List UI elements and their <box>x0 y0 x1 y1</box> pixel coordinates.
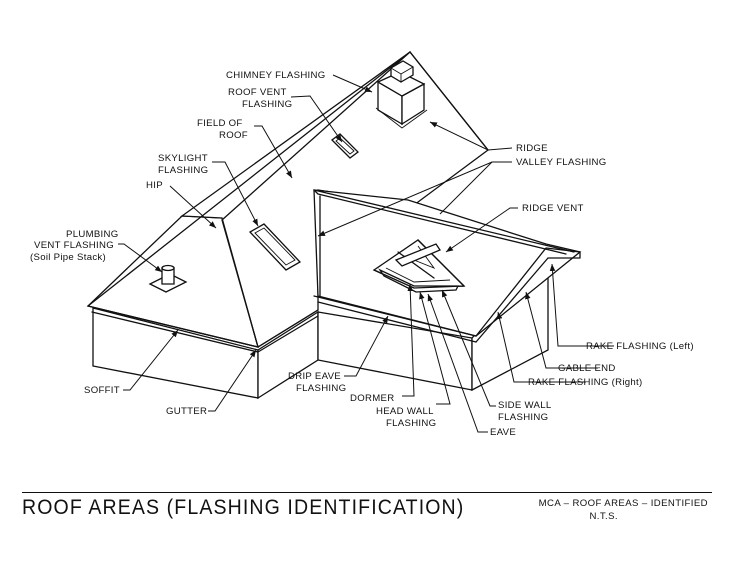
skylight <box>248 223 302 271</box>
drawing-reference: MCA – ROOF AREAS – IDENTIFIED <box>538 498 708 509</box>
label-chimney-flashing: CHIMNEY FLASHING <box>226 70 326 81</box>
label-dormer: DORMER <box>350 393 394 404</box>
chimney <box>375 60 428 129</box>
label-field-2: ROOF <box>219 130 248 141</box>
label-rake-right: RAKE FLASHING (Right) <box>528 377 643 388</box>
label-skylight-2: FLASHING <box>158 165 208 176</box>
label-hip: HIP <box>146 180 163 191</box>
label-side-wall-1: SIDE WALL <box>498 400 552 411</box>
title-rule <box>22 492 712 493</box>
label-skylight-1: SKYLIGHT <box>158 153 208 164</box>
label-valley-flashing: VALLEY FLASHING <box>516 157 607 168</box>
ridge-line <box>409 51 489 151</box>
label-side-wall-2: FLASHING <box>498 412 548 423</box>
label-plumbing-3: (Soil Pipe Stack) <box>30 252 106 263</box>
label-head-wall-1: HEAD WALL <box>376 406 434 417</box>
hip-line <box>87 51 411 307</box>
label-drip-eave-2: FLASHING <box>296 383 346 394</box>
label-roof-vent-2: FLASHING <box>242 99 292 110</box>
label-rake-left: RAKE FLASHING (Left) <box>586 341 694 352</box>
labels: CHIMNEY FLASHING ROOF VENT FLASHING FIEL… <box>30 70 694 438</box>
label-plumbing-1: PLUMBING <box>66 229 119 240</box>
hip-line-2 <box>221 51 411 348</box>
drawing-title: ROOF AREAS (FLASHING IDENTIFICATION) <box>22 496 465 519</box>
label-head-wall-2: FLASHING <box>386 418 436 429</box>
label-gable-end: GABLE END <box>558 363 616 374</box>
right-wing-ridge <box>313 189 575 297</box>
label-plumbing-2: VENT FLASHING <box>34 240 114 251</box>
right-wing-eaves <box>313 295 477 343</box>
title-block: ROOF AREAS (FLASHING IDENTIFICATION) MCA… <box>22 492 712 552</box>
label-eave: EAVE <box>490 427 516 438</box>
dormer <box>372 239 466 293</box>
label-drip-eave-1: DRIP EAVE <box>288 371 341 382</box>
plumbing-vent <box>148 264 188 293</box>
scale-note: N.T.S. <box>589 511 618 522</box>
label-ridge-vent: RIDGE VENT <box>522 203 584 214</box>
label-field-1: FIELD OF <box>197 118 243 129</box>
label-gutter: GUTTER <box>166 406 207 417</box>
label-ridge: RIDGE <box>516 143 548 154</box>
leaders <box>118 74 614 433</box>
label-roof-vent-1: ROOF VENT <box>228 87 287 98</box>
label-soffit: SOFFIT <box>84 385 120 396</box>
right-wing-rake <box>475 247 581 343</box>
